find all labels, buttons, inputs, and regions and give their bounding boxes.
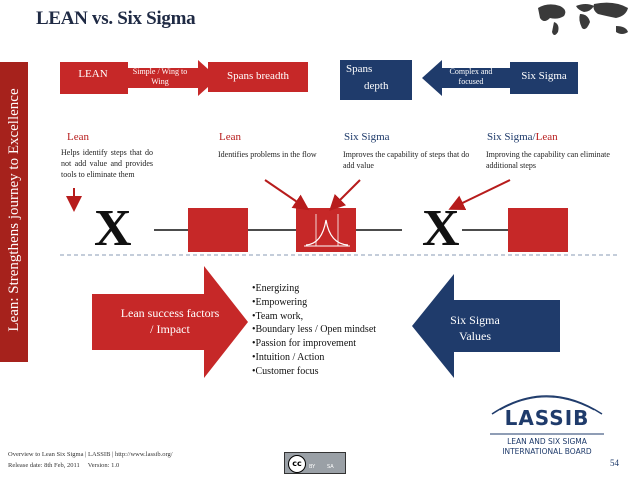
side-banner-text: Lean: Strengthens journey to Excellence (6, 88, 22, 332)
list-item: •Team work, (252, 310, 304, 322)
page-number: 54 (610, 458, 619, 468)
lean-success-label: Lean success factors / Impact (120, 306, 220, 336)
col2-desc: Identifies problems in the flow (218, 150, 317, 159)
col3-header: Six Sigma (344, 131, 390, 143)
lean-success-arrow (92, 266, 250, 378)
col1-header: Lean (67, 131, 89, 143)
col3-desc: Improves the capability of steps that do… (343, 150, 470, 170)
col4-desc: Improving the capability can eliminate a… (486, 150, 610, 170)
simple-wing-label: Simple / Wing to Wing (132, 67, 188, 86)
complex-focused-label: Complex and focused (449, 67, 493, 86)
list-item: •Intuition / Action (252, 351, 325, 363)
footer-line1: Overview to Lean Six Sigma | LASSIB | ht… (8, 451, 173, 458)
list-item: •Boundary less / Open mindset (252, 324, 377, 336)
cc-license-badge[interactable]: cc BY SA (284, 452, 346, 474)
spans-depth-line2: depth (364, 80, 389, 92)
lassib-line2: INTERNATIONAL BOARD (502, 447, 592, 456)
six-sigma-top-label: Six Sigma (521, 70, 567, 82)
col4-header-a: Six Sigma (487, 131, 533, 143)
col4-header-sep: / (532, 131, 536, 143)
lassib-line1: LEAN AND SIX SIGMA (507, 437, 587, 446)
side-banner (0, 62, 28, 362)
by-icon: BY (309, 464, 316, 470)
spans-depth-line1: Spans (346, 63, 373, 75)
col4-header: Six Sigma/Lean (487, 131, 558, 143)
process-flow (60, 160, 630, 270)
col2-header: Lean (219, 131, 241, 143)
spans-breadth-box (208, 62, 308, 92)
six-sigma-values-arrow (412, 274, 560, 378)
cc-icon: cc (288, 455, 306, 473)
values-list: •Energizing •Empowering •Team work, •Bou… (252, 282, 412, 379)
list-item: •Empowering (252, 296, 308, 308)
six-sigma-arrow-block (420, 58, 580, 98)
lean-top-label: LEAN (78, 68, 108, 80)
col1-desc: Helps identify steps that do not add val… (61, 148, 153, 179)
lassib-name: LASSIB (504, 406, 590, 430)
list-item: •Passion for improvement (252, 338, 357, 350)
spans-depth-box (340, 60, 412, 100)
x-mark-right: X (422, 200, 460, 257)
lean-arrow-block (60, 58, 220, 98)
spans-breadth-label: Spans breadth (226, 70, 289, 82)
x-mark-left: X (94, 200, 132, 257)
lassib-logo (486, 384, 608, 464)
col4-header-b: Lean (535, 131, 558, 143)
footer-line2: Release date: 8th Feb, 2011 Version: 1.0 (8, 462, 120, 469)
list-item: •Energizing (252, 283, 300, 294)
six-sigma-values-label: Six Sigma Values (450, 313, 500, 343)
page-title: LEAN vs. Six Sigma (36, 8, 196, 29)
list-item: •Customer focus (252, 365, 319, 377)
sa-icon: SA (327, 464, 334, 470)
world-map-icon (528, 0, 638, 42)
